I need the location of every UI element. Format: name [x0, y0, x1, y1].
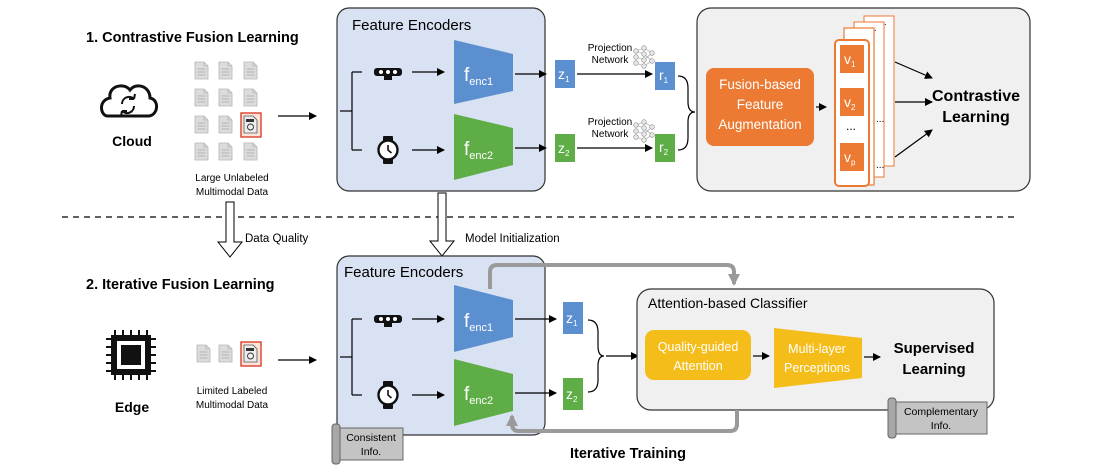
vp-label: vp: [844, 149, 856, 167]
bottom-encoder-title: Feature Encoders: [344, 264, 463, 281]
data-quality-label: Data Quality: [245, 233, 309, 245]
bottom-encoder-panel: [336, 255, 546, 436]
bottom-encoder2-label: fenc2: [464, 384, 493, 407]
top-r1-token: [655, 62, 675, 90]
svg-text:.: .: [874, 23, 877, 33]
mlp-label-1: Multi-layer: [788, 342, 846, 356]
mlp-label-2: Perceptions: [784, 361, 850, 375]
contrastive-learning-label-2: Learning: [942, 109, 1010, 126]
top-z2-label: z2: [558, 140, 570, 158]
svg-text:.: .: [884, 17, 887, 27]
neural-network-icon: [633, 119, 655, 143]
supervised-learning-label-1: Supervised: [894, 340, 975, 357]
cloud-label: Cloud: [112, 133, 152, 149]
data-quality-arrow: [216, 201, 244, 258]
top-r2-label: r2: [659, 139, 669, 157]
top-z2-token: [555, 134, 575, 162]
attention-label-2: Attention: [673, 359, 722, 373]
supervised-learning-label-2: Learning: [902, 361, 965, 378]
fusion-label-2: Feature: [737, 97, 784, 112]
top-r2-token: [655, 134, 675, 162]
bottom-z1-token: [563, 302, 583, 334]
consistent-info-label-2: Info.: [361, 446, 381, 458]
neural-network-icon: [633, 45, 655, 69]
top-z1-token: [555, 60, 575, 88]
top-projection2-label-2: Network: [592, 129, 630, 140]
edge-label: Edge: [115, 399, 149, 415]
contrastive-learning-label-1: Contrastive: [932, 88, 1020, 105]
mlp-shape: [774, 328, 862, 388]
iterative-training-label: Iterative Training: [570, 446, 686, 462]
top-encoder1-label: fenc1: [464, 65, 493, 88]
model-init-label: Model Initialization: [465, 233, 560, 245]
v2-label: v2: [844, 94, 856, 112]
fusion-label-3: Augmentation: [718, 117, 801, 132]
bottom-section-title: 2. Iterative Fusion Learning: [86, 277, 275, 293]
complementary-info-label-2: Info.: [931, 420, 951, 432]
labeled-caption-1: Limited Labeled: [197, 386, 268, 397]
bottom-encoder1-shape: [454, 285, 513, 352]
unlabeled-data-grid: [194, 61, 262, 161]
chip-icon: [106, 330, 156, 380]
attention-label-1: Quality-guided: [658, 340, 739, 354]
top-projection-label-1: Projection: [588, 43, 632, 54]
fusion-label-1: Fusion-based: [719, 77, 801, 92]
labeled-caption-2: Multimodal Data: [196, 400, 269, 411]
top-z1-label: z1: [558, 66, 570, 84]
cloud-sync-icon: [100, 84, 158, 118]
top-projection-label-2: Network: [592, 55, 630, 66]
complementary-info-label-1: Complementary: [904, 406, 979, 418]
unlabeled-caption-2: Multimodal Data: [196, 187, 269, 198]
model-init-arrow: [428, 192, 456, 257]
top-r1-label: r1: [659, 67, 669, 85]
classifier-title: Attention-based Classifier: [648, 295, 808, 311]
vp-token: [840, 143, 864, 171]
bottom-z2-token: [563, 378, 583, 410]
views-dots-2: ...: [876, 160, 884, 171]
bottom-encoder2-shape: [454, 359, 513, 426]
bottom-z1-label: z1: [566, 310, 578, 328]
v1-token: [840, 45, 864, 73]
top-encoder-title: Feature Encoders: [352, 17, 471, 34]
top-encoder2-shape: [454, 114, 513, 180]
top-encoder2-label: fenc2: [464, 139, 493, 162]
labeled-data-row: [196, 341, 262, 367]
top-section-title: 1. Contrastive Fusion Learning: [86, 30, 299, 46]
bottom-z2-label: z2: [566, 386, 578, 404]
v1-label: v1: [844, 51, 856, 69]
v-ellipsis: ...: [846, 119, 856, 133]
attention-box: [645, 330, 751, 380]
v2-token: [840, 88, 864, 116]
views-dots: ...: [876, 114, 884, 125]
fusion-augmentation-box: [706, 68, 814, 146]
bottom-encoder1-label: fenc1: [464, 311, 493, 334]
iterative-loop-bottom: [506, 410, 739, 433]
top-encoder1-shape: [454, 40, 513, 104]
top-encoder-panel: [336, 7, 546, 192]
consistent-info-scroll: Consistent Info.: [331, 423, 404, 465]
unlabeled-caption-1: Large Unlabeled: [195, 173, 268, 184]
complementary-info-scroll: Complementary Info.: [887, 397, 988, 439]
top-projection2-label-1: Projection: [588, 117, 632, 128]
consistent-info-label-1: Consistent: [346, 432, 396, 444]
iterative-loop-top: [488, 263, 740, 289]
